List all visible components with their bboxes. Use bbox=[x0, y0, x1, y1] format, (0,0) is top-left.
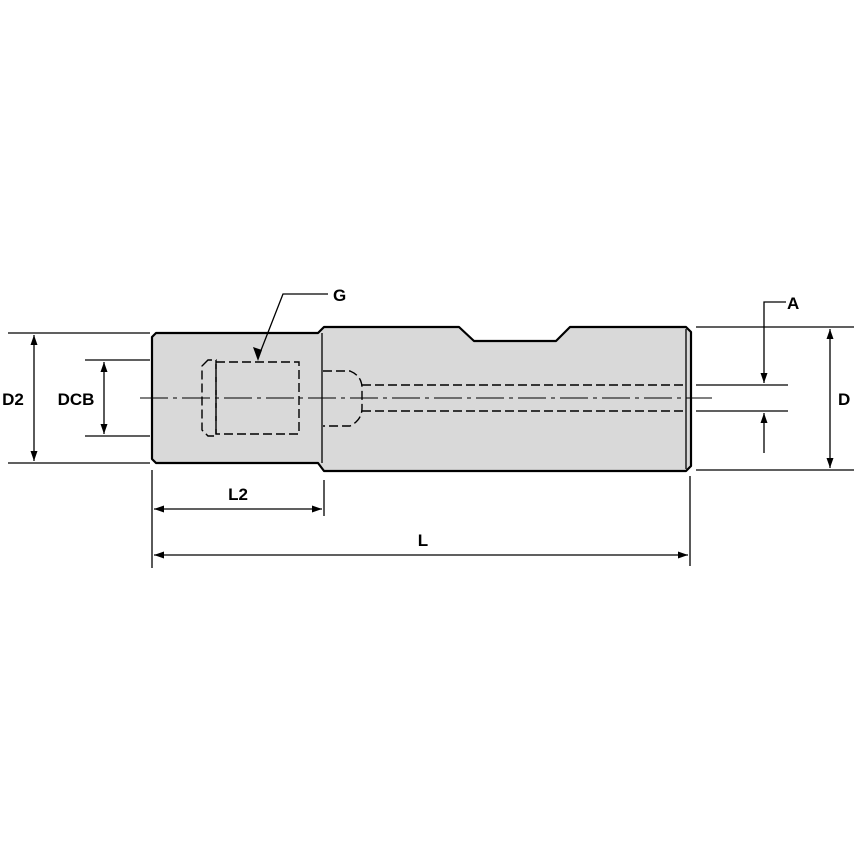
g-callout: G bbox=[253, 286, 346, 361]
d2-dimension: D2 bbox=[0, 332, 150, 464]
dcb-label: DCB bbox=[58, 390, 95, 409]
d-label-bg bbox=[834, 385, 854, 411]
a-dimension: A bbox=[696, 294, 799, 453]
dcb-dimension: DCB bbox=[50, 359, 150, 437]
l-label: L bbox=[418, 531, 428, 550]
a-label: A bbox=[787, 294, 799, 313]
g-leader-line bbox=[257, 293, 328, 359]
d-label: D bbox=[838, 390, 850, 409]
d2-label-bg bbox=[0, 385, 30, 411]
g-label: G bbox=[333, 286, 346, 305]
d2-label: D2 bbox=[2, 390, 24, 409]
l2-dimension: L2 bbox=[151, 470, 325, 568]
l2-label: L2 bbox=[228, 485, 248, 504]
l-dimension: L bbox=[154, 476, 691, 566]
d-dimension: D bbox=[696, 326, 854, 471]
a-leader-top bbox=[760, 301, 786, 383]
coolant-groove bbox=[201, 359, 217, 437]
dcb-label-bg bbox=[50, 385, 102, 411]
g-leader-arrow bbox=[253, 347, 262, 361]
tool-body bbox=[150, 325, 693, 473]
shank-outline bbox=[150, 325, 693, 473]
